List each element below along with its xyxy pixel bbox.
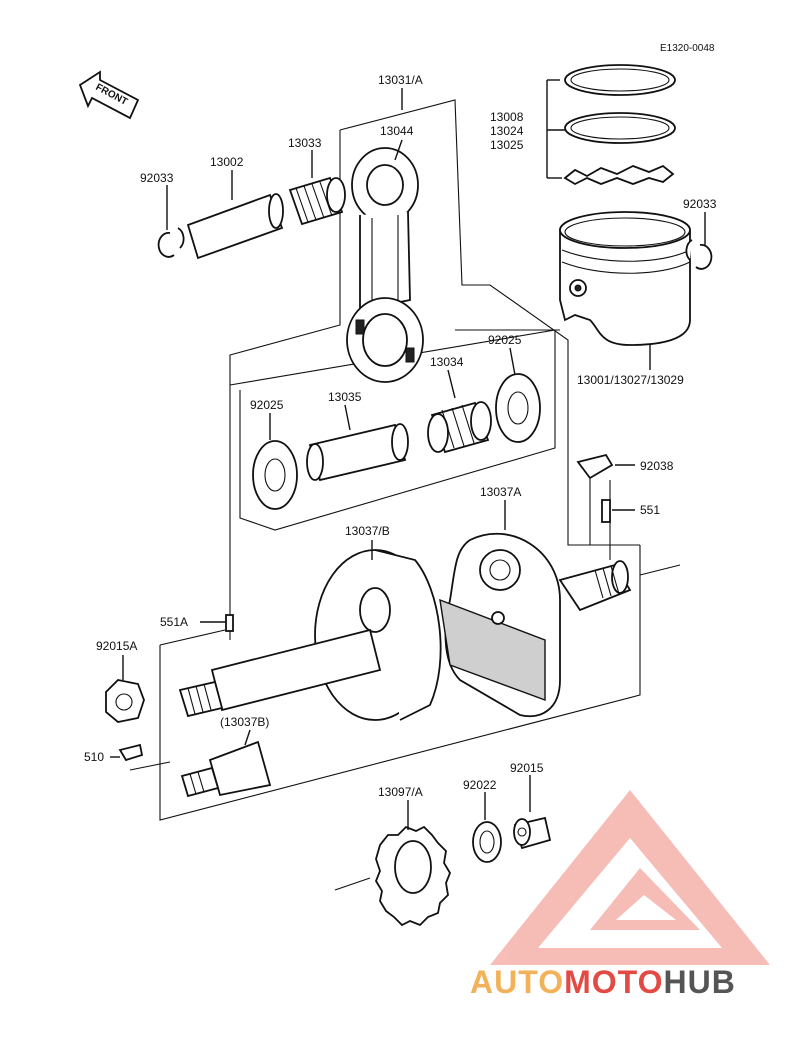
needle-bearing-big	[427, 401, 492, 454]
crank-pin	[306, 423, 409, 482]
label-ring-3: 13025	[490, 138, 524, 152]
leader-lines	[110, 79, 706, 830]
part-labels: 13031/A 13044 13033 13002 92033 92033 13…	[84, 73, 717, 799]
clip-right	[685, 239, 713, 270]
needle-bearing-small	[288, 176, 346, 226]
label-needle-big: 13034	[430, 355, 464, 369]
label-piston-pin: 13002	[210, 155, 244, 169]
assembly-outlines	[129, 99, 681, 891]
label-flywheel-left: 13037/B	[345, 524, 390, 538]
clip-left	[157, 227, 185, 258]
flywheel-left	[178, 549, 442, 721]
label-nut-gear: 92015	[510, 761, 544, 775]
thrust-washer-right	[495, 373, 541, 443]
label-washer-gear: 92022	[463, 778, 497, 792]
label-pin-left: 551A	[160, 615, 188, 629]
label-key-left: 510	[84, 750, 104, 764]
watermark-text: AUTOMOTOHUB	[470, 964, 736, 1000]
gear-nut	[513, 816, 552, 850]
diagram-code: E1320-0048	[660, 43, 715, 54]
flywheel-right	[439, 532, 632, 718]
label-washer-left: 92025	[250, 398, 284, 412]
thrust-washer-left	[252, 440, 298, 510]
front-arrow-icon: FRONT	[78, 70, 140, 120]
watermark-logo	[490, 790, 770, 965]
label-key-right: 92038	[640, 459, 674, 473]
connecting-rod	[346, 147, 424, 383]
piston-rings	[563, 64, 676, 186]
label-shaft-ref: (13037B)	[220, 715, 269, 729]
label-flywheel-right: 13037A	[480, 485, 521, 499]
gear-washer	[472, 821, 502, 863]
label-washer-right: 92025	[488, 333, 522, 347]
label-gear: 13097/A	[378, 785, 423, 799]
label-ring-1: 13008	[490, 110, 524, 124]
label-clip-left: 92033	[140, 171, 174, 185]
label-clip-right: 92033	[683, 197, 717, 211]
label-rod-assy: 13031/A	[378, 73, 423, 87]
label-crank-pin: 13035	[328, 390, 362, 404]
label-piston: 13001/13027/13029	[577, 373, 684, 387]
label-connecting-rod: 13044	[380, 124, 414, 138]
piston-pin	[186, 193, 284, 260]
gear	[374, 825, 452, 927]
label-pin-right: 551	[640, 503, 660, 517]
woodruff-key-right	[576, 453, 614, 480]
label-nut-left: 92015A	[96, 639, 137, 653]
woodruff-key-left	[118, 743, 144, 762]
piston	[559, 211, 691, 346]
shaft-reference	[180, 740, 272, 798]
label-ring-2: 13024	[490, 124, 524, 138]
dowel-pin-right	[601, 499, 611, 523]
label-needle-small: 13033	[288, 136, 322, 150]
nut-left	[105, 679, 145, 723]
